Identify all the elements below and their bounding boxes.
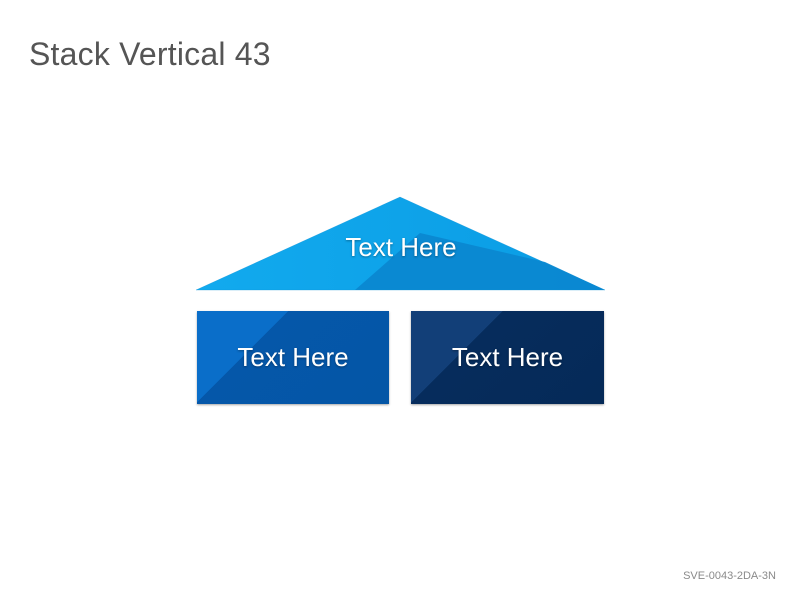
roof-label: Text Here xyxy=(345,232,457,262)
slide-title: Stack Vertical 43 xyxy=(29,36,271,72)
box-left: Text Here xyxy=(197,311,389,404)
roof-shade xyxy=(355,233,605,290)
box-left-label: Text Here xyxy=(237,342,349,372)
slide-code: SVE-0043-2DA-3N xyxy=(683,570,776,582)
box-right-label: Text Here xyxy=(451,342,564,372)
box-right: Text Here xyxy=(411,311,604,404)
